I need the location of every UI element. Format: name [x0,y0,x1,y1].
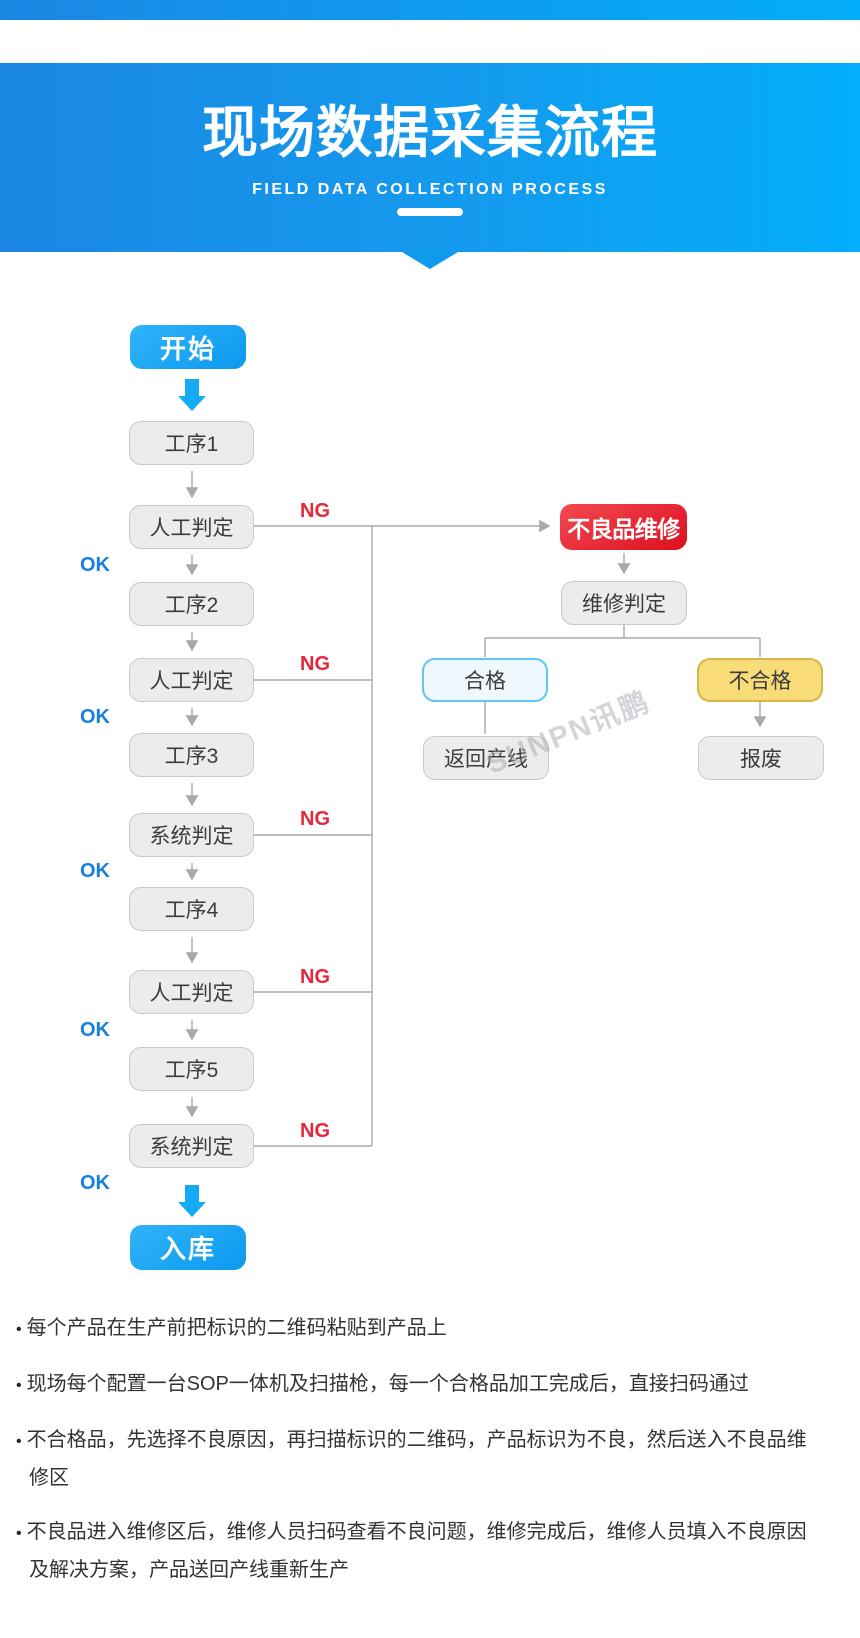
flow-node-manual-check-2: 人工判定 [129,658,254,702]
flow-node-defect-repair: 不良品维修 [560,504,687,550]
ng-label-2: NG [300,653,330,675]
page-title: 现场数据采集流程 [202,101,658,164]
flow-node-step5: 工序5 [129,1047,254,1091]
flow-node-system-check-1: 系统判定 [129,813,254,857]
flow-node-qualified: 合格 [422,658,548,702]
title-underline [397,208,463,216]
top-accent-bar [0,0,860,20]
ok-label-1: OK [80,554,110,576]
flow-node-step1: 工序1 [129,421,254,465]
header-banner: 现场数据采集流程 FIELD DATA COLLECTION PROCESS [0,63,860,252]
ok-label-2: OK [80,706,110,728]
ng-label-1: NG [300,500,330,522]
note-item-3: 不合格品，先选择不良原因，再扫描标识的二维码，产品标识为不良，然后送入不良品维修… [16,1422,817,1496]
flow-node-step2: 工序2 [129,582,254,626]
page-subtitle: FIELD DATA COLLECTION PROCESS [252,181,608,198]
ok-label-3: OK [80,860,110,882]
flow-node-step4: 工序4 [129,887,254,931]
flow-connectors [178,379,767,1217]
flow-node-manual-check-3: 人工判定 [129,970,254,1014]
ng-label-3: NG [300,808,330,830]
note-item-2: 现场每个配置一台SOP一体机及扫描枪，每一个合格品加工完成后，直接扫码通过 [16,1366,817,1404]
note-item-1: 每个产品在生产前把标识的二维码粘贴到产品上 [16,1310,817,1348]
flow-node-start: 开始 [130,325,246,369]
flow-node-system-check-2: 系统判定 [129,1124,254,1168]
note-item-4: 不良品进入维修区后，维修人员扫码查看不良问题，维修完成后，维修人员填入不良原因及… [16,1514,817,1588]
flow-node-manual-check-1: 人工判定 [129,505,254,549]
ng-label-5: NG [300,1120,330,1142]
ok-label-5: OK [80,1172,110,1194]
flow-node-return-line: 返回产线 [423,736,549,780]
flow-node-unqualified: 不合格 [697,658,823,702]
flow-node-repair-judge: 维修判定 [561,581,687,625]
flow-node-scrap: 报废 [698,736,824,780]
flow-node-step3: 工序3 [129,733,254,777]
flow-node-warehouse: 入库 [130,1225,246,1270]
banner-pointer-icon [402,252,458,269]
ok-label-4: OK [80,1019,110,1041]
blue-arrow-down-icon [178,379,206,1217]
ng-label-4: NG [300,966,330,988]
